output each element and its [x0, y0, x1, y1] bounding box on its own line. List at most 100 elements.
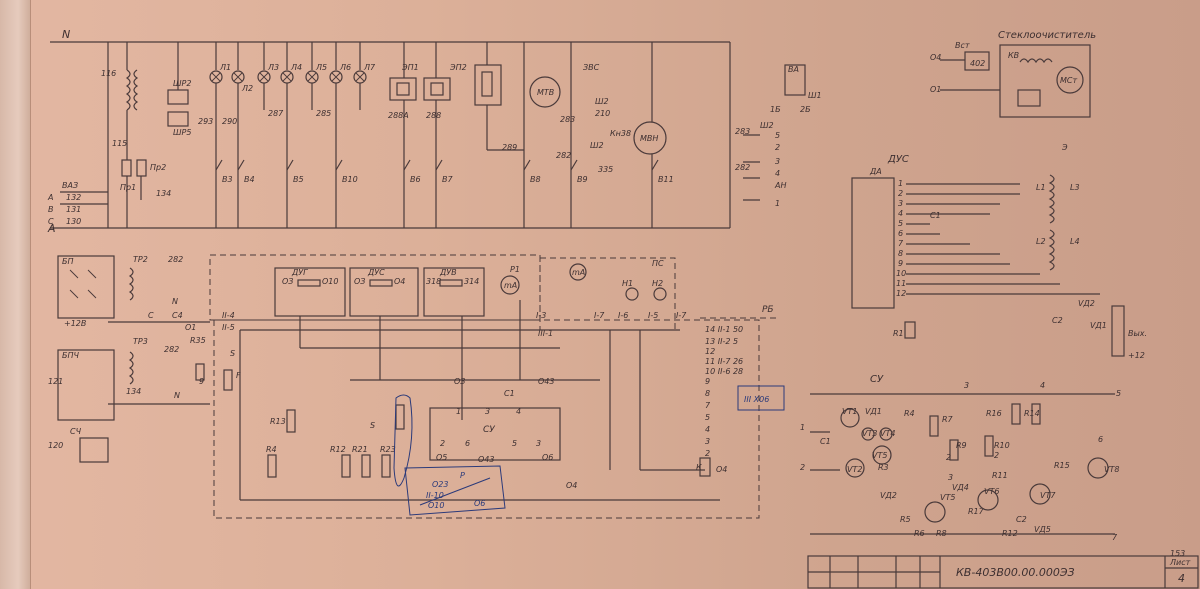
svg-text:VT5: VT5 [940, 493, 955, 502]
sch-label: СЧ [70, 427, 82, 436]
svg-text:VT6: VT6 [984, 487, 999, 496]
svg-text:R12: R12 [330, 445, 346, 454]
sheet-label: Лист [1169, 558, 1191, 567]
svg-text:VД2: VД2 [1078, 299, 1095, 308]
svg-text:Ш2: Ш2 [760, 121, 774, 130]
left-bus-label: A [47, 222, 56, 235]
svg-text:В9: В9 [577, 175, 588, 184]
svg-text:12: 12 [705, 347, 715, 356]
svg-text:R17: R17 [968, 507, 985, 516]
svg-text:R13: R13 [270, 417, 286, 426]
svg-text:8: 8 [705, 389, 710, 398]
svg-text:I-3: I-3 [536, 311, 546, 320]
svg-text:F: F [236, 371, 241, 380]
svg-text:2: 2 [800, 463, 805, 472]
svg-text:Л6: Л6 [339, 63, 351, 72]
svg-text:10 II-6 28: 10 II-6 28 [705, 367, 743, 376]
svg-text:ТР3: ТР3 [133, 337, 148, 346]
svg-text:4: 4 [898, 209, 903, 218]
top-bus-label: N [62, 28, 70, 41]
wiper-title: Стеклоочиститель [998, 30, 1096, 41]
svg-text:4: 4 [1040, 381, 1045, 390]
svg-text:1: 1 [775, 199, 780, 208]
svg-text:О10: О10 [322, 277, 338, 286]
svg-text:8: 8 [898, 249, 903, 258]
svg-text:VД5: VД5 [1034, 525, 1051, 534]
svg-text:6: 6 [465, 439, 470, 448]
svg-text:121: 121 [48, 377, 63, 386]
svg-text:О23: О23 [432, 480, 448, 489]
svg-text:S: S [370, 421, 375, 430]
sheet-number: 4 [1178, 572, 1185, 585]
svg-text:293: 293 [198, 117, 213, 126]
dus-sensor-block: ДУС ДА 1 2 3 4 5 6 7 8 9 10 11 12 [851, 143, 1147, 360]
switch-row [215, 159, 659, 171]
svg-text:282: 282 [168, 255, 183, 264]
svg-text:VT5: VT5 [872, 451, 887, 460]
bpch-label: БПЧ [62, 351, 80, 360]
svg-text:Ш2: Ш2 [595, 97, 609, 106]
dug-label: ДУГ [291, 268, 308, 277]
svg-text:14 II-1 50: 14 II-1 50 [705, 325, 743, 334]
svg-text:Пр1: Пр1 [120, 183, 136, 192]
svg-text:12: 12 [896, 289, 906, 298]
svg-text:Кн38: Кн38 [610, 129, 631, 138]
svg-text:О1: О1 [185, 323, 196, 332]
svg-text:Э: Э [1061, 143, 1068, 152]
dus-ctrl-label: ДУС [367, 268, 385, 277]
svg-text:2: 2 [775, 143, 780, 152]
svg-text:2Б: 2Б [800, 105, 811, 114]
svg-text:132: 132 [66, 193, 81, 202]
svg-text:9: 9 [705, 377, 710, 386]
svg-text:mA: mA [504, 281, 517, 290]
svg-text:131: 131 [66, 205, 81, 214]
svg-text:R7: R7 [942, 415, 954, 424]
svg-text:3: 3 [964, 381, 969, 390]
svg-text:Л2: Л2 [241, 84, 253, 93]
svg-text:R23: R23 [380, 445, 396, 454]
svg-text:II-10: II-10 [426, 491, 444, 500]
svg-text:S: S [230, 349, 235, 358]
svg-text:К: К [696, 463, 702, 472]
su-circuit: СУ 3 4 5 1 2 7 С1 VT1 VT2 VT3 VT4 VT5 VД… [800, 374, 1121, 542]
svg-text:I-7: I-7 [676, 311, 687, 320]
svg-text:АН: АН [774, 181, 787, 190]
svg-text:Р1: Р1 [510, 265, 520, 274]
su-circuit-label: СУ [870, 374, 884, 385]
svg-text:О43: О43 [478, 455, 494, 464]
svg-text:ШР2: ШР2 [173, 79, 191, 88]
doc-number: КВ-403В00.00.000ЭЗ [956, 566, 1075, 579]
svg-text:6: 6 [898, 229, 903, 238]
svg-text:В8: В8 [530, 175, 541, 184]
ps-label: ПС [652, 259, 664, 268]
svg-text:6: 6 [1098, 435, 1103, 444]
svg-text:С1: С1 [504, 389, 515, 398]
svg-text:R6: R6 [914, 529, 925, 538]
svg-text:Л1: Л1 [219, 63, 231, 72]
svg-text:ЭП2: ЭП2 [449, 63, 467, 72]
svg-text:VT1: VT1 [842, 407, 857, 416]
svg-text:В: В [48, 205, 54, 214]
svg-text:3: 3 [775, 157, 780, 166]
svg-text:288: 288 [426, 111, 441, 120]
svg-text:Вст: Вст [955, 41, 970, 50]
ah-connector: 283 282 Ш2 5 2 3 4 АН 1 ВА Ш1 1Б 2Б [735, 64, 822, 208]
svg-text:335: 335 [598, 165, 613, 174]
svg-text:R3: R3 [878, 463, 889, 472]
svg-text:III Х06: III Х06 [744, 395, 769, 404]
svg-text:VД4: VД4 [952, 483, 969, 492]
svg-text:285: 285 [316, 109, 331, 118]
svg-text:2: 2 [705, 449, 710, 458]
svg-text:О4: О4 [716, 465, 727, 474]
svg-text:R5: R5 [900, 515, 911, 524]
svg-text:N: N [174, 391, 180, 400]
svg-text:1: 1 [800, 423, 805, 432]
title-block: КВ-403В00.00.000ЭЗ Лист 4 153 [807, 549, 1199, 589]
svg-text:Пр2: Пр2 [150, 163, 166, 172]
svg-text:9: 9 [898, 259, 903, 268]
wiper-circuit: Стеклоочиститель Вст 402 О4 О1 МСт КВ [930, 30, 1096, 118]
svg-text:VД1: VД1 [1090, 321, 1107, 330]
dus-label: ДУС [887, 154, 909, 165]
svg-text:120: 120 [48, 441, 63, 450]
